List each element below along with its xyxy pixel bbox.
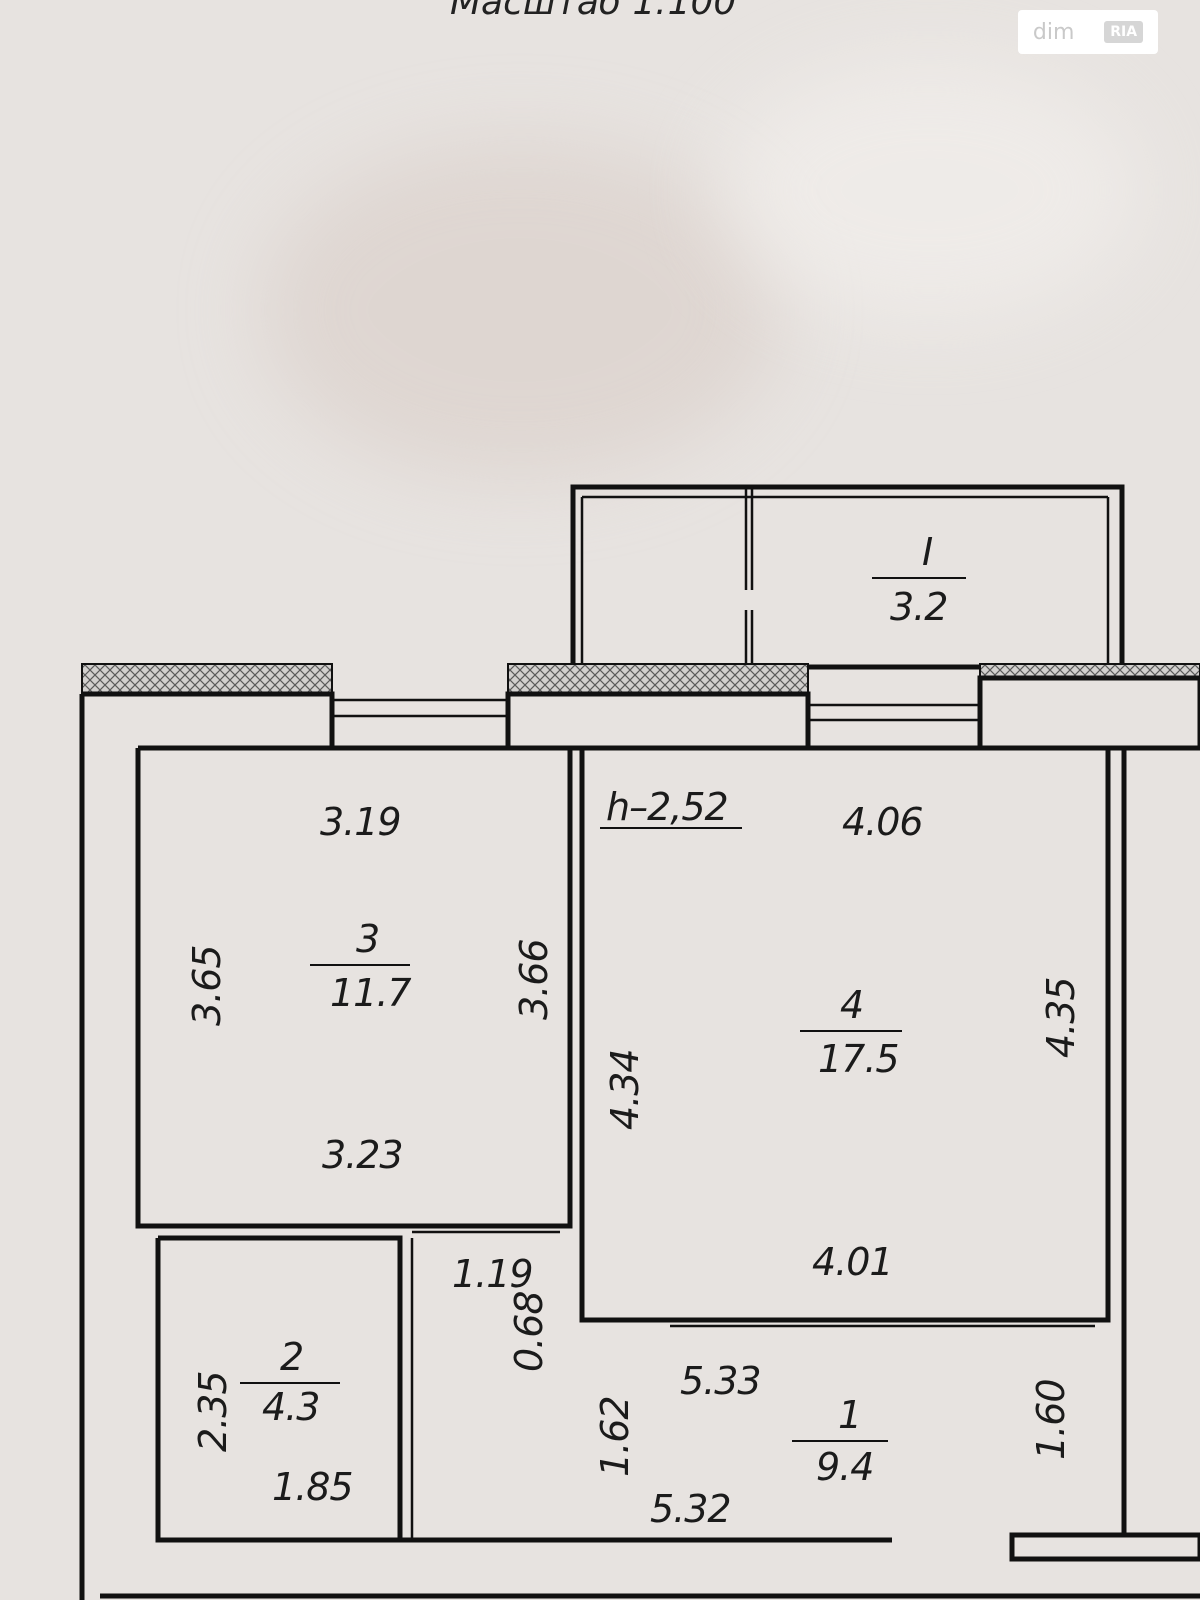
room1-area: 9.4	[816, 1445, 873, 1489]
dim-room1-right: 1.60	[1029, 1379, 1073, 1460]
room3-area: 11.7	[330, 971, 411, 1015]
dim-room1-top: 5.33	[680, 1359, 761, 1403]
dim-room4-bottom: 4.01	[812, 1240, 893, 1284]
scale-caption: Масштаб 1:100	[450, 0, 737, 23]
dim-room2-bottom: 1.85	[272, 1465, 353, 1509]
room4-area: 17.5	[818, 1037, 899, 1081]
balcony-area: 3.2	[890, 585, 947, 629]
balcony-number: I	[922, 530, 933, 574]
dim-room3-bottom: 3.23	[322, 1133, 403, 1177]
dim-room4-right: 4.35	[1039, 977, 1083, 1058]
room3-number: 3	[356, 917, 379, 961]
dim-room4-left: 4.34	[603, 1049, 647, 1130]
dim-room2-left: 2.35	[191, 1371, 235, 1452]
dim-hall-gap: 0.68	[507, 1291, 551, 1372]
dim-room4-top: 4.06	[842, 800, 923, 844]
balcony-outline	[570, 484, 1125, 670]
external-wall-hatch	[81, 663, 1200, 695]
dim-hall-left: 1.62	[593, 1396, 637, 1477]
room-labels: I 3.2 3 11.7 4 17.5 2 4.3 1 9.4 h–2,52	[240, 530, 966, 1489]
dim-room3-top: 3.19	[320, 800, 401, 844]
dim-room1-bottom: 5.32	[650, 1487, 731, 1531]
dimension-labels: 3.19 3.23 3.65 3.66 4.06 4.01 4.34 4.35 …	[185, 800, 1083, 1531]
dim-hall-top: 1.19	[452, 1252, 533, 1296]
walls	[79, 675, 1200, 1600]
dim-room3-right: 3.66	[512, 939, 556, 1020]
dim-room3-left: 3.65	[185, 945, 229, 1026]
watermark-logo: dim RIA	[1018, 10, 1158, 54]
room4-number: 4	[840, 983, 863, 1027]
room2-area: 4.3	[262, 1385, 319, 1429]
ceiling-height: h–2,52	[606, 785, 728, 829]
room1-number: 1	[838, 1393, 861, 1437]
watermark-text: dim	[1032, 19, 1075, 45]
room2-number: 2	[280, 1335, 303, 1379]
watermark-badge: RIA	[1104, 21, 1144, 43]
